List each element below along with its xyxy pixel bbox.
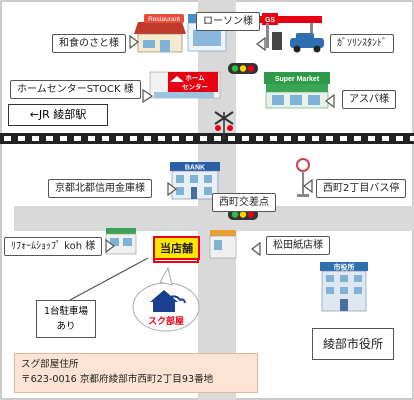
label-aspa: アスパ様	[342, 90, 396, 109]
rail-tie	[368, 136, 375, 141]
rail-tie	[186, 136, 193, 141]
rail-tie	[228, 136, 235, 141]
svg-text:Restaurant: Restaurant	[148, 16, 180, 23]
label-washoku-no-sato: 和食のさと様	[52, 34, 126, 53]
brand-logo-bubble: スク部屋	[132, 266, 200, 332]
address-box: スグ部屋住所 〒623-0016 京都府綾部市西町2丁目93番地	[14, 353, 258, 393]
parking-callout-line	[69, 257, 149, 301]
callout-arrows	[105, 34, 335, 257]
label-lawson: ローソン様	[196, 12, 260, 31]
rail-tie	[242, 136, 249, 141]
reform-shop-building-icon	[105, 228, 137, 255]
svg-text:センター: センター	[182, 82, 208, 91]
rail-tie	[298, 136, 305, 141]
gas-station-icon: GS	[260, 13, 324, 53]
rail-tie	[130, 136, 137, 141]
label-our-store: 当店舗	[153, 236, 200, 260]
label-reform-shop-koh: ﾘﾌｫｰﾑｼｮｯﾌﾟ koh 様	[4, 237, 103, 256]
railroad-crossing-icon	[214, 111, 234, 140]
svg-text:ホーム: ホーム	[185, 74, 205, 82]
rail-tie	[32, 136, 39, 141]
svg-text:Super Market: Super Market	[275, 76, 320, 83]
label-home-center-stock: ホームセンターSTOCK 様	[10, 80, 141, 99]
rail-tie	[158, 136, 165, 141]
paper-shop-building-icon	[209, 230, 237, 259]
address-line: 〒623-0016 京都府綾部市西町2丁目93番地	[21, 374, 214, 385]
railway	[0, 133, 414, 144]
bank-building-icon: BANK	[170, 162, 220, 200]
svg-text:BANK: BANK	[185, 165, 205, 172]
rail-tie	[74, 136, 81, 141]
rail-tie	[46, 136, 53, 141]
home-center-building-icon: ホーム センター	[149, 71, 221, 99]
label-kyoto-hokuto-shinkin: 京都北都信用金庫様	[48, 179, 152, 198]
rail-tie	[200, 136, 207, 141]
rail-tie	[60, 136, 67, 141]
parking-line-1: 1台駐車場	[43, 306, 89, 317]
rail-tie	[18, 136, 25, 141]
label-gas-station: ｶﾞｿﾘﾝｽﾀﾝﾄﾞ	[330, 34, 394, 53]
rail-tie	[88, 136, 95, 141]
rail-tie	[396, 136, 403, 141]
rail-tie	[102, 136, 109, 141]
svg-text:GS: GS	[265, 17, 275, 24]
rail-tie	[214, 136, 221, 141]
rail-tie	[144, 136, 151, 141]
rail-tie	[116, 136, 123, 141]
label-nishimachi-bus-stop: 西町2丁目バス停	[316, 179, 407, 198]
label-matsuda-paper-shop: 松田紙店様	[266, 236, 330, 255]
bus-stop-icon	[296, 158, 310, 197]
rail-tie	[410, 136, 414, 141]
rail-tie	[382, 136, 389, 141]
rail-tie	[270, 136, 277, 141]
label-nishimachi-intersection: 西町交差点	[212, 193, 276, 212]
svg-text:スク部屋: スク部屋	[148, 315, 184, 327]
rail-tie	[312, 136, 319, 141]
label-ayabe-city-hall: 綾部市役所	[312, 328, 394, 360]
rail-tie	[284, 136, 291, 141]
rail-tie	[340, 136, 347, 141]
rail-tie	[326, 136, 333, 141]
traffic-light-icon-north	[228, 63, 258, 74]
rail-tie	[4, 136, 11, 141]
label-jr-ayabe-station: ←JR 綾部駅	[8, 104, 108, 126]
city-hall-building-icon: 市役所	[320, 262, 368, 312]
rail-tie	[354, 136, 361, 141]
supermarket-building-icon: Super Market	[264, 72, 330, 109]
restaurant-building-icon: Restaurant	[134, 14, 186, 53]
svg-text:市役所: 市役所	[334, 263, 355, 272]
parking-line-2: あり	[56, 321, 76, 332]
rail-tie	[256, 136, 263, 141]
rail-tie	[172, 136, 179, 141]
address-title: スグ部屋住所	[21, 359, 79, 370]
label-parking: 1台駐車場 あり	[36, 300, 96, 338]
